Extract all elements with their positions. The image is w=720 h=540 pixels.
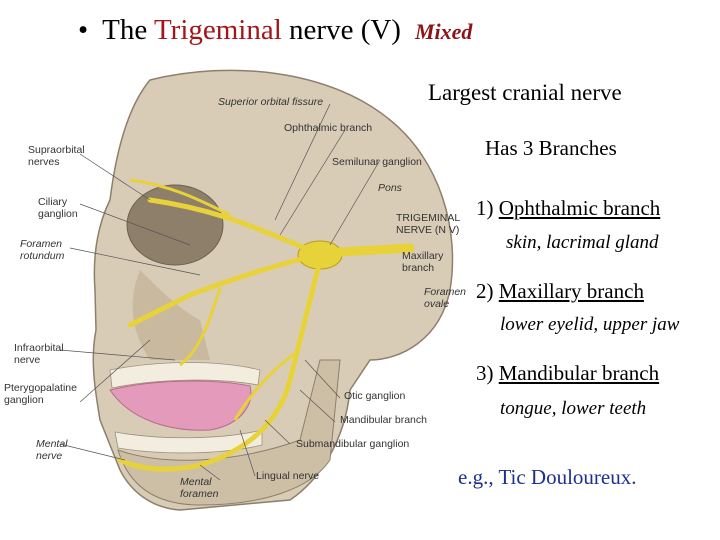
label-mental-nerve-line-2: nerve bbox=[36, 450, 63, 462]
branch-3-name: Mandibular branch bbox=[498, 361, 660, 385]
branch-1-supplies: skin, lacrimal gland bbox=[506, 232, 659, 253]
label-ciliary-ganglion: Ciliary ganglion bbox=[38, 196, 78, 220]
label-supraorbital-line-2: nerves bbox=[28, 156, 60, 168]
label-foramen-ovale: Foramen ovale bbox=[424, 286, 466, 310]
label-trigeminal-line-2: NERVE (N V) bbox=[396, 224, 460, 236]
label-supraorbital-line-1: Supraorbital bbox=[28, 144, 85, 156]
skull-diagram bbox=[59, 69, 454, 511]
label-ovale-line-1: Foramen bbox=[424, 286, 467, 298]
branch-2-name: Maxillary branch bbox=[498, 279, 644, 303]
label-mental-nerve-line-1: Mental bbox=[36, 438, 68, 450]
title-prefix: The bbox=[102, 14, 154, 46]
ophthalmic-branch-line bbox=[147, 197, 308, 251]
label-pterygopalatine-line-1: Pterygopalatine bbox=[4, 382, 77, 394]
title-tag-mixed: Mixed bbox=[414, 19, 473, 44]
branch-2-supplies: lower eyelid, upper jaw bbox=[500, 314, 680, 335]
label-foramen-rotundum: Foramen rotundum bbox=[20, 238, 64, 262]
lower-teeth bbox=[114, 429, 263, 454]
label-ovale-line-2: ovale bbox=[424, 298, 450, 310]
mandibular-branch-line bbox=[117, 265, 321, 472]
branch-2-number: 2) bbox=[476, 279, 494, 303]
label-mental-foramen: Mental foramen bbox=[180, 476, 219, 500]
label-superior-orbital-fissure: Superior orbital fissure bbox=[218, 96, 324, 108]
branch-3-number: 3) bbox=[476, 361, 494, 385]
label-rotundum-line-2: rotundum bbox=[20, 250, 65, 262]
slide-title: • The Trigeminal nerve (V) Mixed bbox=[78, 14, 472, 47]
branch-1: 1) Ophthalmic branch bbox=[476, 196, 660, 221]
label-mental-nerve: Mental nerve bbox=[36, 438, 68, 462]
label-leader-lines bbox=[59, 103, 381, 481]
supraorbital-line bbox=[129, 178, 231, 217]
label-infraorbital-line-2: nerve bbox=[14, 354, 41, 366]
label-lingual-nerve: Lingual nerve bbox=[256, 470, 320, 482]
lingual-nerve-line bbox=[233, 348, 301, 421]
fact-three-branches: Has 3 Branches bbox=[485, 136, 617, 160]
label-semilunar-ganglion: Semilunar ganglion bbox=[332, 156, 422, 168]
label-mental-foramen-line-1: Mental bbox=[180, 476, 212, 488]
label-infraorbital-line-1: Infraorbital bbox=[14, 342, 64, 354]
branch-1-number: 1) bbox=[476, 196, 494, 220]
fact-largest-nerve: Largest cranial nerve bbox=[428, 80, 622, 105]
branch-2: 2) Maxillary branch bbox=[476, 279, 644, 304]
upper-teeth bbox=[109, 362, 261, 389]
label-maxillary-line-1: Maxillary bbox=[402, 250, 444, 262]
branch-3: 3) Mandibular branch bbox=[476, 361, 659, 386]
branch-1-name: Ophthalmic branch bbox=[498, 196, 661, 220]
label-trigeminal-line-1: TRIGEMINAL bbox=[396, 212, 461, 224]
label-rotundum-line-1: Foramen bbox=[20, 238, 63, 250]
branch-3-supplies: tongue, lower teeth bbox=[500, 398, 647, 419]
maxillary-branch-line bbox=[127, 255, 308, 328]
trigeminal-illustration: Superior orbital fissure Ophthalmic bran… bbox=[0, 60, 475, 530]
example-text: e.g., Tic Douloureux. bbox=[458, 465, 637, 489]
label-mandibular-branch: Mandibular branch bbox=[340, 414, 427, 426]
gum-shape bbox=[109, 380, 252, 431]
cheek-shape bbox=[132, 270, 210, 360]
label-maxillary-line-2: branch bbox=[402, 262, 435, 274]
label-pons: Pons bbox=[378, 182, 402, 194]
infraorbital-line bbox=[179, 287, 222, 367]
label-infraorbital-nerve: Infraorbital nerve bbox=[14, 342, 64, 366]
orbit-shape bbox=[126, 184, 224, 266]
title-suffix: nerve (V) bbox=[281, 14, 401, 46]
label-ciliary-line-1: Ciliary bbox=[38, 196, 68, 208]
label-ophthalmic-branch: Ophthalmic branch bbox=[284, 122, 373, 134]
label-submandibular-ganglion: Submandibular ganglion bbox=[296, 438, 410, 450]
label-trigeminal-nerve: TRIGEMINAL NERVE (N V) bbox=[396, 212, 460, 236]
label-maxillary-branch: Maxillary branch bbox=[402, 250, 443, 274]
label-mental-foramen-line-2: foramen bbox=[180, 488, 219, 500]
label-pterygopalatine-line-2: ganglion bbox=[4, 394, 44, 406]
label-supraorbital-nerves: Supraorbital nerves bbox=[28, 144, 85, 168]
title-highlight: Trigeminal bbox=[153, 14, 282, 46]
trigeminal-root bbox=[335, 243, 415, 257]
title-bullet: • bbox=[78, 14, 89, 46]
label-pterygopalatine-ganglion: Pterygopalatine ganglion bbox=[4, 382, 77, 406]
label-otic-ganglion: Otic ganglion bbox=[344, 390, 406, 402]
label-ciliary-line-2: ganglion bbox=[38, 208, 78, 220]
